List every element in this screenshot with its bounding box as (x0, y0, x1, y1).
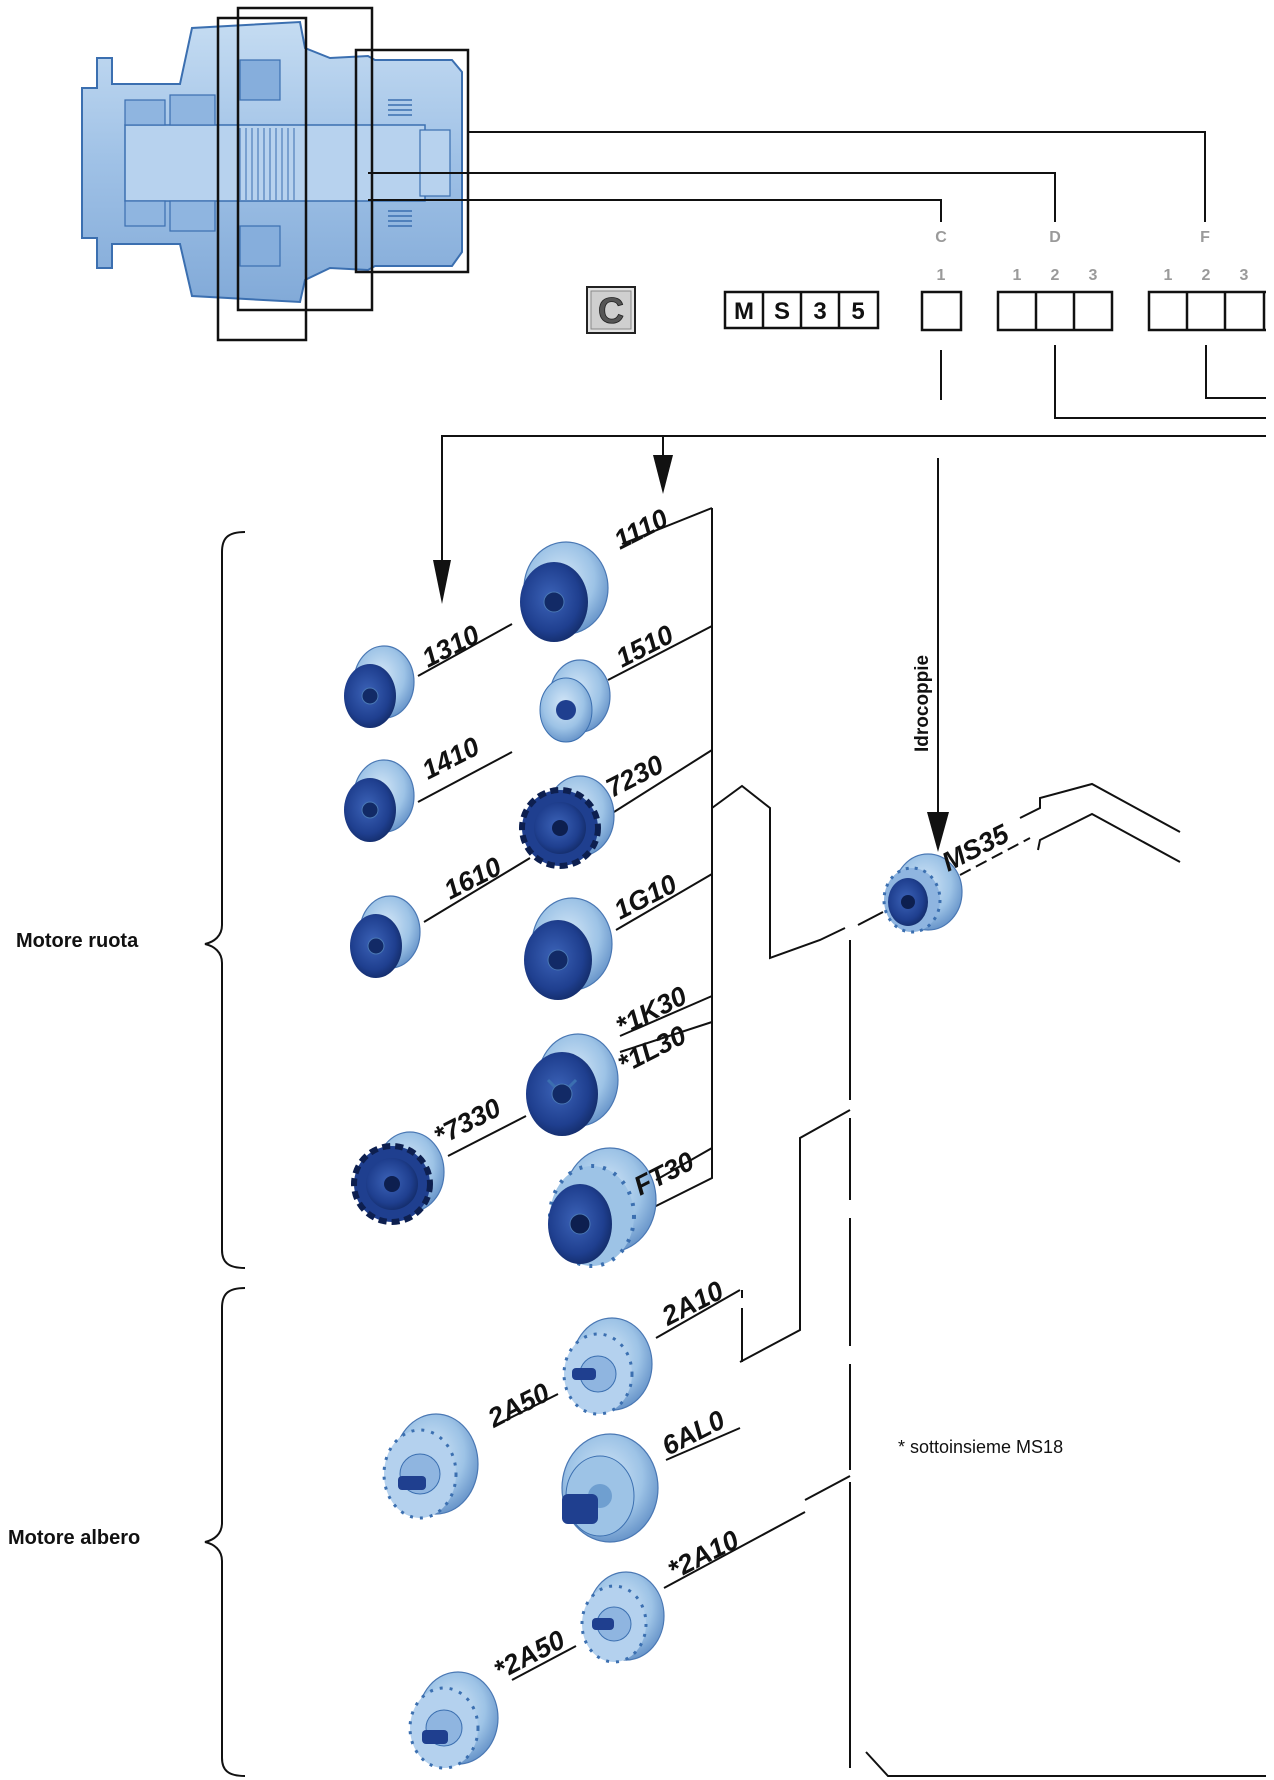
code-label-1410: 1410 (417, 731, 484, 785)
motor-cross-section-illustration (81, 6, 470, 342)
option-box-c[interactable] (920, 290, 963, 332)
shaft-motor-large-icon[interactable] (561, 1433, 659, 1543)
option-box-f[interactable] (1147, 290, 1266, 332)
code-label-1110: 1110 (609, 503, 673, 555)
position-number: 3 (1240, 267, 1249, 284)
svg-text:C: C (598, 290, 624, 331)
side-brackets (204, 531, 246, 1777)
code-label-1310: 1310 (417, 619, 484, 673)
wheel-motor-label: Motore ruota (16, 930, 139, 952)
code-label-star-2a50: *2A50 (489, 1625, 570, 1686)
shaft-motor-icon[interactable] (408, 1671, 499, 1770)
idrocoppie-label: Idrocoppie (912, 655, 933, 752)
code-char: 3 (813, 298, 826, 325)
wheel-motor-large-icon[interactable] (524, 897, 613, 1000)
position-number: 2 (1051, 267, 1060, 284)
ms35-motor-icon[interactable] (882, 853, 963, 934)
header-letter-f: F (1200, 229, 1210, 246)
c-logo-icon: C (586, 286, 636, 334)
wheel-motor-geared-icon[interactable] (351, 1131, 445, 1225)
code-label-2a10: 2A10 (656, 1275, 728, 1331)
code-char: 5 (851, 298, 864, 325)
position-number: 2 (1202, 267, 1211, 284)
header-group-letters: C D F (935, 229, 1210, 246)
wheel-motor-large-icon[interactable] (526, 1033, 619, 1136)
code-label-ft30: FT30 (629, 1146, 699, 1201)
label-underlines (417, 507, 806, 1681)
wheel-motor-flanged-icon[interactable] (548, 1147, 657, 1268)
code-label-1g10: 1G10 (609, 869, 681, 926)
header-letter-c: C (935, 229, 947, 246)
code-label-1610: 1610 (439, 851, 506, 905)
footnote: * sottoinsieme MS18 (898, 1437, 1063, 1457)
wheel-motor-icon[interactable] (350, 895, 421, 978)
shaft-motor-icon[interactable] (562, 1317, 653, 1416)
code-label-1510: 1510 (611, 619, 678, 673)
position-number: 1 (1164, 267, 1173, 284)
header-position-numbers: 1 1 2 3 1 2 3 (937, 267, 1249, 284)
wheel-motor-icon[interactable] (344, 759, 415, 842)
wheel-motor-icon[interactable] (539, 659, 611, 743)
connector-lines (651, 508, 1266, 1777)
wheel-motor-large-icon[interactable] (520, 541, 609, 642)
shaft-motor-icon[interactable] (580, 1571, 665, 1664)
model-code-boxes: M S 3 5 (723, 290, 880, 330)
code-label-ms35: MS35 (937, 818, 1014, 877)
wheel-motor-icon[interactable] (344, 645, 415, 728)
code-label-star-2a10: *2A10 (663, 1525, 744, 1586)
code-label-6al0: 6AL0 (657, 1405, 729, 1462)
wheel-motor-geared-icon[interactable] (519, 775, 615, 869)
code-label-2a50: 2A50 (482, 1377, 554, 1433)
leader-lines-header (368, 131, 1206, 222)
code-label-7330: *7330 (429, 1093, 506, 1152)
code-char: M (734, 298, 754, 325)
code-char: S (774, 298, 790, 325)
position-number: 1 (1013, 267, 1022, 284)
position-number: 3 (1089, 267, 1098, 284)
code-label-7230: 7230 (601, 749, 668, 803)
header-connection-lines (433, 345, 1266, 852)
position-number: 1 (937, 267, 946, 284)
option-box-d[interactable] (996, 290, 1114, 332)
header-letter-d: D (1049, 229, 1061, 246)
shaft-motor-label: Motore albero (8, 1527, 140, 1549)
shaft-motor-icon[interactable] (382, 1413, 479, 1520)
